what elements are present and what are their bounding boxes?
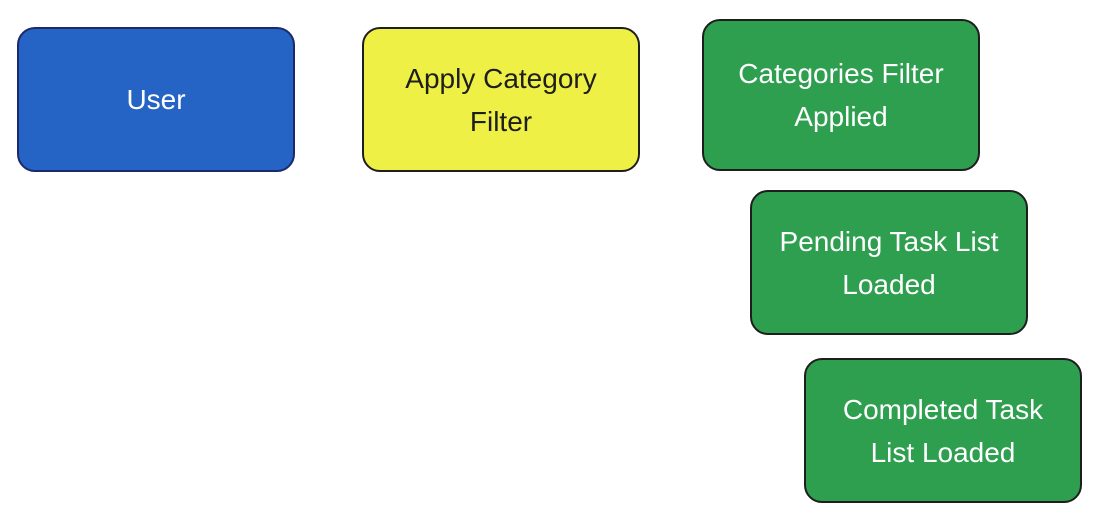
node-label: Categories Filter Applied — [738, 58, 944, 132]
event-node-completed-task-list-loaded[interactable]: Completed Task List Loaded — [804, 358, 1082, 503]
node-label: Pending Task List Loaded — [779, 225, 999, 300]
command-node-apply-category-filter[interactable]: Apply Category Filter — [362, 27, 640, 172]
node-label: User — [126, 84, 186, 115]
event-node-categories-filter-applied[interactable]: Categories Filter Applied — [702, 19, 980, 171]
actor-node-user[interactable]: User — [17, 27, 295, 172]
node-label: Apply Category Filter — [405, 62, 597, 137]
node-label: Completed Task List Loaded — [842, 393, 1044, 468]
event-node-pending-task-list-loaded[interactable]: Pending Task List Loaded — [750, 190, 1028, 335]
